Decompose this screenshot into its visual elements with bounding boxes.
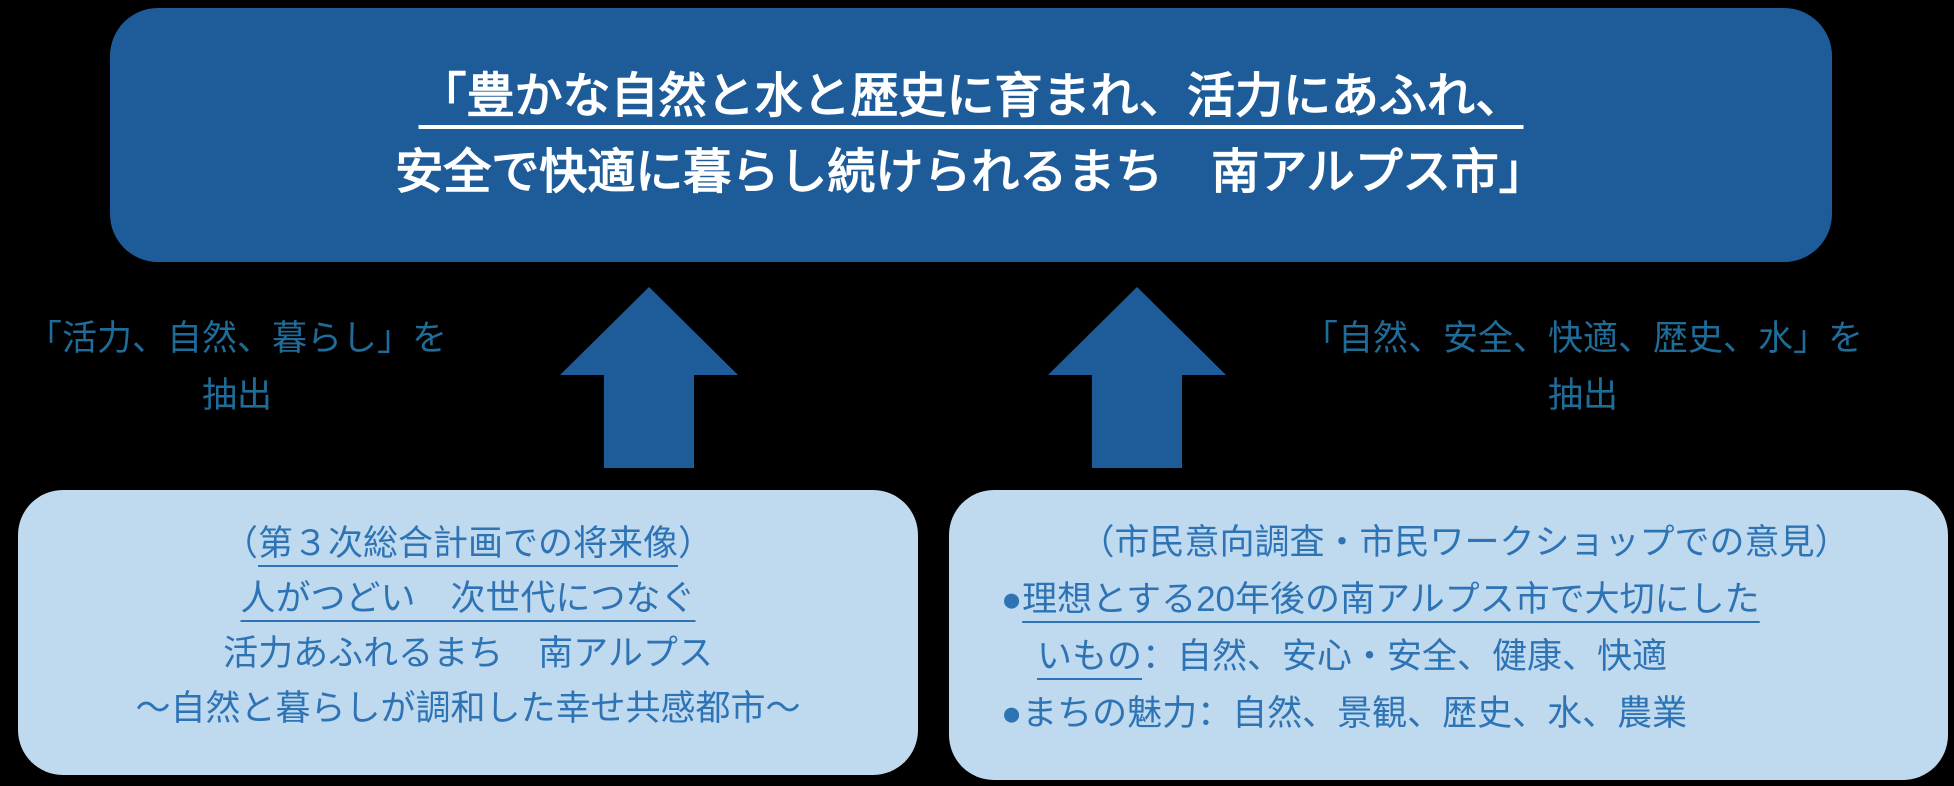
previous-plan-line-2: 人がつどい 次世代につなぐ bbox=[18, 571, 918, 626]
previous-plan-line-2-text: 人がつどい 次世代につなぐ bbox=[240, 579, 696, 618]
previous-plan-box: （第３次総合計画での将来像） 人がつどい 次世代につなぐ 活力あふれるまち 南ア… bbox=[18, 490, 918, 775]
vision-statement-line-2: 安全で快適に暮らし続けられるまち 南アルプス市」 bbox=[395, 146, 1547, 199]
left-extract-note-line-2: 抽出 bbox=[201, 376, 272, 415]
left-extract-note: 「活力、自然、暮らし」を 抽出 bbox=[17, 310, 457, 424]
citizen-survey-item-2-text: まちの魅力：自然、景観、歴史、水、農業 bbox=[1022, 694, 1688, 733]
citizen-survey-heading: （市民意向調査・市民ワークショップでの意見） bbox=[1079, 523, 1850, 562]
previous-plan-heading-open-paren: （ bbox=[222, 524, 258, 563]
bullet-icon: ● bbox=[1001, 580, 1023, 619]
previous-plan-heading-close-paren: ） bbox=[678, 524, 714, 563]
vision-statement-line-1: 「豊かな自然と水と歴史に育まれ、活力にあふれ、 bbox=[418, 70, 1524, 123]
citizen-survey-item-1: ●理想とする20年後の南アルプス市で大切にした bbox=[1001, 571, 1928, 628]
previous-plan-line-4: ～自然と暮らしが調和した幸せ共感都市～ bbox=[135, 689, 801, 728]
citizen-survey-item-1-continuation: いもの：自然、安心・安全、健康、快適 bbox=[1001, 628, 1928, 685]
citizen-survey-item-1-continuation-underlined: いもの bbox=[1037, 637, 1143, 676]
right-extract-note-line-1: 「自然、安全、快適、歴史、水」を bbox=[1302, 319, 1863, 358]
citizen-survey-item-1-text: 理想とする20年後の南アルプス市で大切にした bbox=[1022, 580, 1760, 619]
citizen-survey-item-1-continuation-rest: ：自然、安心・安全、健康、快適 bbox=[1142, 637, 1668, 676]
previous-plan-line-3: 活力あふれるまち 南アルプス bbox=[223, 634, 713, 673]
previous-plan-heading-text: 第３次総合計画での将来像 bbox=[257, 524, 678, 563]
right-extract-note-line-2: 抽出 bbox=[1547, 376, 1618, 415]
citizen-survey-item-2: ●まちの魅力：自然、景観、歴史、水、農業 bbox=[1001, 685, 1928, 742]
up-arrow-icon-left bbox=[560, 287, 738, 468]
up-arrow-icon-right bbox=[1048, 287, 1226, 468]
right-extract-note: 「自然、安全、快適、歴史、水」を 抽出 bbox=[1263, 310, 1903, 424]
bullet-icon: ● bbox=[1001, 694, 1023, 733]
previous-plan-heading: （第３次総合計画での将来像） bbox=[18, 516, 918, 571]
citizen-survey-box: （市民意向調査・市民ワークショップでの意見） ●理想とする20年後の南アルプス市… bbox=[949, 490, 1948, 780]
vision-statement-box: 「豊かな自然と水と歴史に育まれ、活力にあふれ、 安全で快適に暮らし続けられるまち… bbox=[110, 8, 1832, 262]
left-extract-note-line-1: 「活力、自然、暮らし」を bbox=[26, 319, 447, 358]
